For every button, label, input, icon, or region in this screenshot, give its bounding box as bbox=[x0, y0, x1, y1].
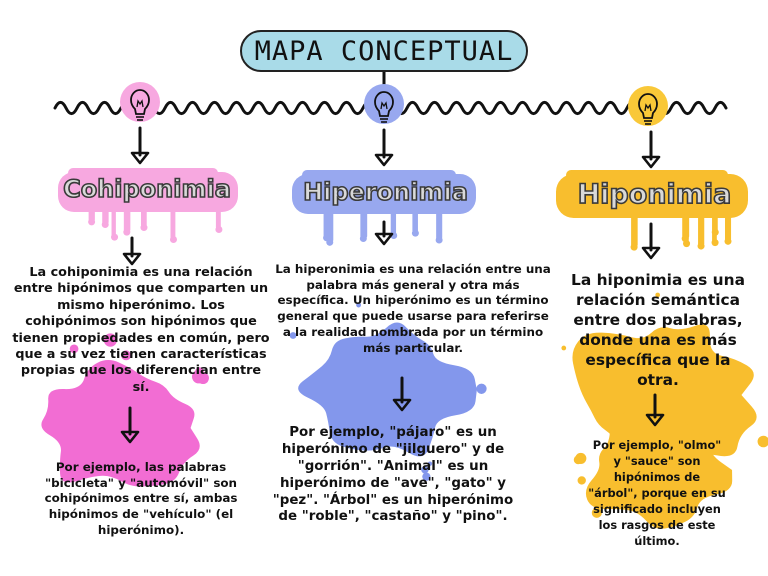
arrow-down-icon bbox=[641, 222, 661, 260]
lightbulb-icon bbox=[628, 86, 668, 126]
heading-hiperonimia: Hiperonimia bbox=[302, 177, 468, 207]
heading-hiponimia: Hiponimia bbox=[577, 178, 732, 211]
definition-hiperonimia: La hiperonimia es una relación entre una… bbox=[275, 262, 551, 355]
lightbulb-icon bbox=[120, 82, 160, 122]
example-hiperonimia: Por ejemplo, "pájaro" es un hiperónimo d… bbox=[272, 425, 514, 525]
arrow-down-icon bbox=[641, 130, 661, 169]
lightbulb-icon bbox=[364, 84, 404, 124]
arrow-down-icon bbox=[130, 126, 150, 165]
arrow-down-icon bbox=[120, 406, 140, 444]
page-title: MAPA CONCEPTUAL bbox=[240, 30, 528, 72]
definition-hiponimia: La hiponimia es una relación semántica e… bbox=[571, 271, 745, 390]
arrow-down-icon bbox=[374, 128, 394, 167]
arrow-down-icon bbox=[645, 393, 665, 427]
example-hiponimia: Por ejemplo, "olmo" y "sauce" son hipóni… bbox=[588, 438, 726, 548]
arrow-down-icon bbox=[374, 220, 394, 246]
arrow-down-icon bbox=[392, 376, 412, 412]
heading-cohiponimia: Cohiponimia bbox=[62, 174, 231, 204]
definition-cohiponimia: La cohiponimia es una relación entre hip… bbox=[12, 265, 270, 395]
ink-splashes bbox=[41, 168, 768, 529]
arrow-down-icon bbox=[122, 236, 142, 266]
example-cohiponimia: Por ejemplo, las palabras "bicicleta" y … bbox=[44, 460, 238, 537]
